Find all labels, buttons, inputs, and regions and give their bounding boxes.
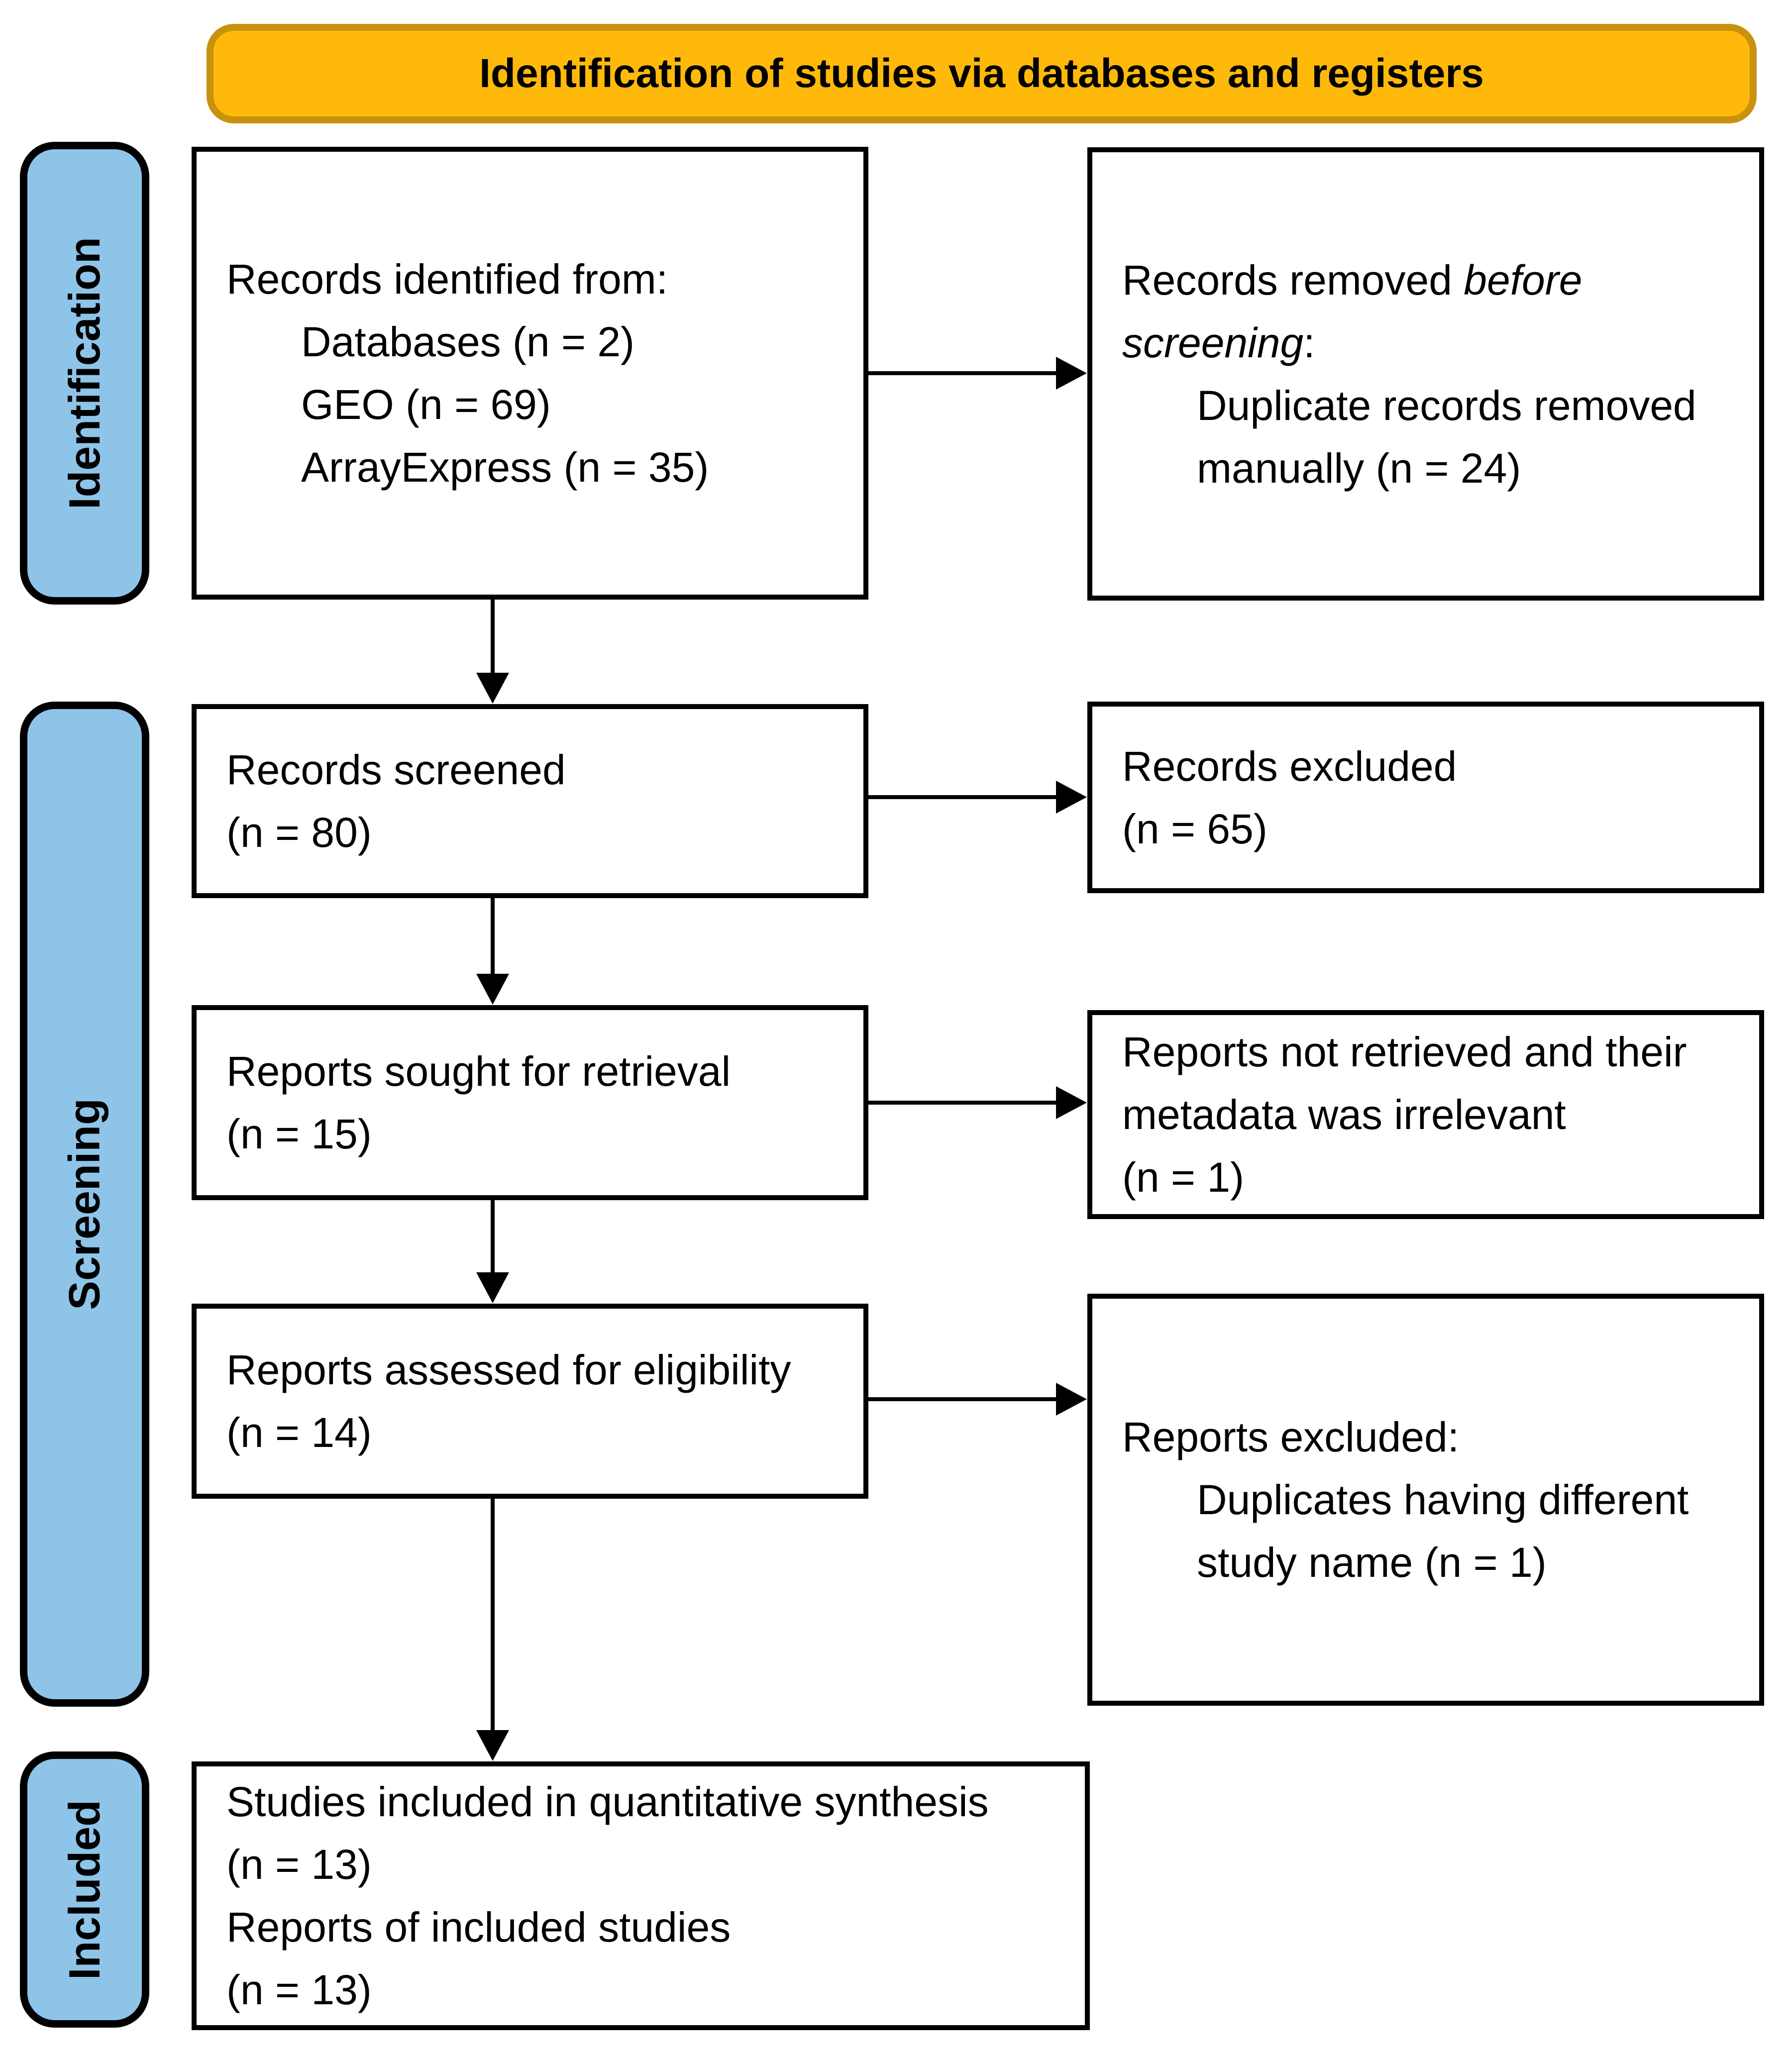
box-text-line: Records excluded — [1122, 742, 1457, 790]
box-text-line: Records screened — [226, 746, 566, 793]
box-text-line: (n = 15) — [226, 1111, 372, 1157]
stage-label-included: Included — [60, 1799, 109, 1980]
arrowhead — [1056, 357, 1087, 390]
box-text-line: (n = 13) — [226, 1841, 372, 1888]
box-text-line: Reports of included studies — [226, 1904, 731, 1951]
box-reports-not-retrieved: Reports not retrieved and their metadata… — [1087, 1010, 1764, 1219]
box-studies-included: Studies included in quantitative synthes… — [192, 1761, 1090, 2030]
box-text-line: Duplicate records removed manually (n = … — [1197, 382, 1696, 492]
arrowhead — [476, 673, 509, 704]
box-text-line: (n = 14) — [226, 1409, 372, 1456]
box-text-line: Duplicates having different study name (… — [1197, 1476, 1689, 1586]
box-text-segment: : — [1303, 319, 1315, 366]
box-text-segment-italic: before screening — [1122, 256, 1582, 366]
arrowhead — [1056, 1086, 1087, 1119]
stage-label-identification: Identification — [60, 237, 109, 510]
box-text-line: Reports not retrieved and their metadata… — [1122, 1028, 1687, 1138]
box-text-line: Records removed before screening: — [1122, 249, 1739, 374]
box-text-line: Databases (n = 2) — [301, 318, 635, 365]
arrowhead — [1056, 781, 1087, 814]
box-reports-sought: Reports sought for retrieval (n = 15) — [192, 1005, 868, 1200]
box-text-line: (n = 80) — [226, 809, 372, 856]
box-records-screened: Records screened (n = 80) — [192, 704, 868, 898]
box-text-line: (n = 65) — [1122, 805, 1267, 852]
box-reports-assessed: Reports assessed for eligibility (n = 14… — [192, 1304, 868, 1499]
arrowhead — [476, 1272, 509, 1303]
box-text-line: Reports sought for retrieval — [226, 1048, 731, 1095]
box-records-removed: Records removed before screening: Duplic… — [1087, 147, 1764, 601]
arrowhead — [476, 1730, 509, 1761]
arrowhead — [1056, 1383, 1087, 1416]
stage-label-screening: Screening — [60, 1098, 109, 1310]
box-records-excluded: Records excluded (n = 65) — [1087, 702, 1764, 893]
box-records-identified: Records identified from: Databases (n = … — [192, 147, 868, 600]
box-text-line: Reports assessed for eligibility — [226, 1346, 791, 1393]
box-text-line: Reports excluded: — [1122, 1414, 1460, 1460]
box-text-line: ArrayExpress (n = 35) — [301, 444, 709, 491]
stage-band-screening: Screening — [20, 702, 149, 1707]
arrowhead — [476, 974, 509, 1005]
box-text-line: Studies included in quantitative synthes… — [226, 1778, 989, 1825]
box-text-line: GEO (n = 69) — [301, 381, 551, 428]
stage-band-included: Included — [20, 1751, 149, 2028]
stage-band-identification: Identification — [20, 142, 149, 605]
box-text-line: (n = 1) — [1122, 1154, 1245, 1201]
box-text-line: Records identified from: — [226, 256, 668, 303]
box-reports-excluded: Reports excluded: Duplicates having diff… — [1087, 1294, 1764, 1706]
box-text-segment: Records removed — [1122, 256, 1464, 304]
box-text-line: (n = 13) — [226, 1966, 372, 2013]
banner: Identification of studies via databases … — [207, 24, 1757, 123]
banner-title: Identification of studies via databases … — [479, 51, 1484, 96]
